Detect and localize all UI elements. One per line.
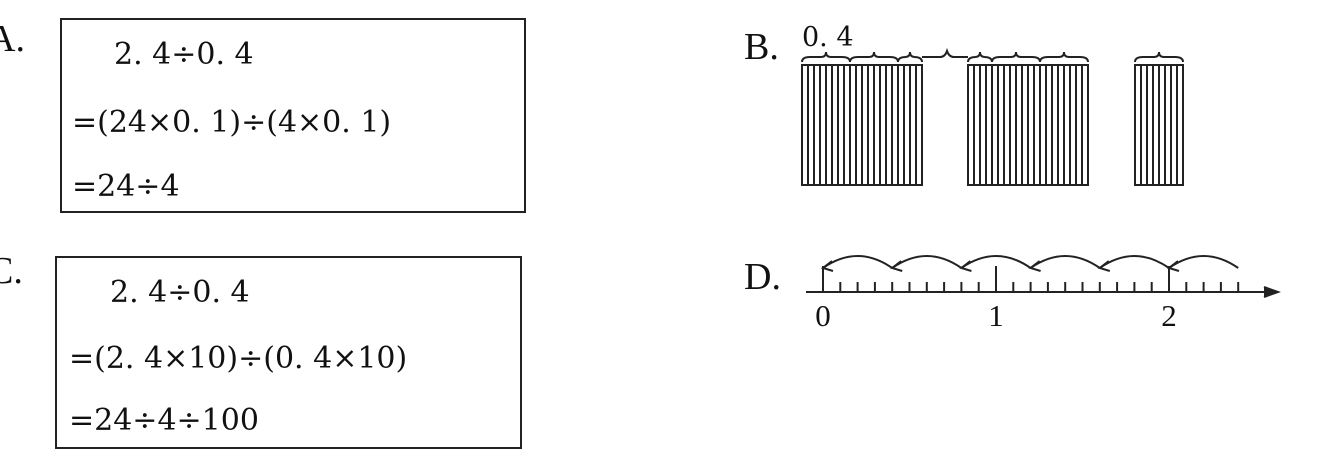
option-b-label: B. <box>744 26 779 68</box>
jump-arc <box>1030 255 1101 269</box>
jump-arc <box>891 255 962 269</box>
jump-arc <box>1099 255 1170 269</box>
option-d-tick-labels: 0 1 2 <box>815 298 1177 333</box>
jump-arrowhead <box>820 260 834 272</box>
option-b-braces <box>801 47 1184 63</box>
jump-arrowhead <box>959 260 972 272</box>
option-d-jumps <box>820 255 1239 272</box>
tick-label: 2 <box>1161 298 1177 333</box>
option-d-axis <box>806 266 1281 298</box>
option-c-line-2: =(2. 4×10)÷(0. 4×10) <box>69 341 408 376</box>
option-a-line-3: =24÷4 <box>72 169 180 204</box>
jump-arrowhead <box>890 260 903 272</box>
brace <box>801 51 851 63</box>
brace <box>1134 51 1184 63</box>
option-a-box: 2. 4÷0. 4 =(24×0. 1)÷(4×0. 1) =24÷4 <box>60 18 526 213</box>
jump-arrowhead <box>1028 260 1041 272</box>
brace <box>967 51 993 63</box>
brace <box>849 51 899 63</box>
option-c-box: 2. 4÷0. 4 =(2. 4×10)÷(0. 4×10) =24÷4÷100 <box>55 256 522 449</box>
option-a-line-2: =(24×0. 1)÷(4×0. 1) <box>72 105 392 140</box>
option-c-line-3: =24÷4÷100 <box>69 403 259 438</box>
brace <box>991 51 1041 63</box>
jump-arrowhead <box>1097 260 1111 272</box>
tick-label: 0 <box>815 298 831 333</box>
jump-arc <box>822 255 893 269</box>
option-c-label: C. <box>0 250 23 292</box>
option-a-label: A. <box>0 18 25 60</box>
jump-arc <box>1168 255 1239 269</box>
option-d-label: D. <box>744 256 781 298</box>
option-c-line-1: 2. 4÷0. 4 <box>110 275 250 310</box>
option-a-line-1: 2. 4÷0. 4 <box>114 37 254 72</box>
option-b-top-label: 0. 4 <box>802 22 854 53</box>
option-b-strips <box>801 64 1184 186</box>
brace <box>1039 51 1089 63</box>
jump-arrowhead <box>1166 260 1180 272</box>
brace <box>897 51 923 63</box>
tick-label: 1 <box>988 298 1004 333</box>
axis-arrow <box>1263 286 1281 298</box>
brace-connector <box>922 47 968 58</box>
